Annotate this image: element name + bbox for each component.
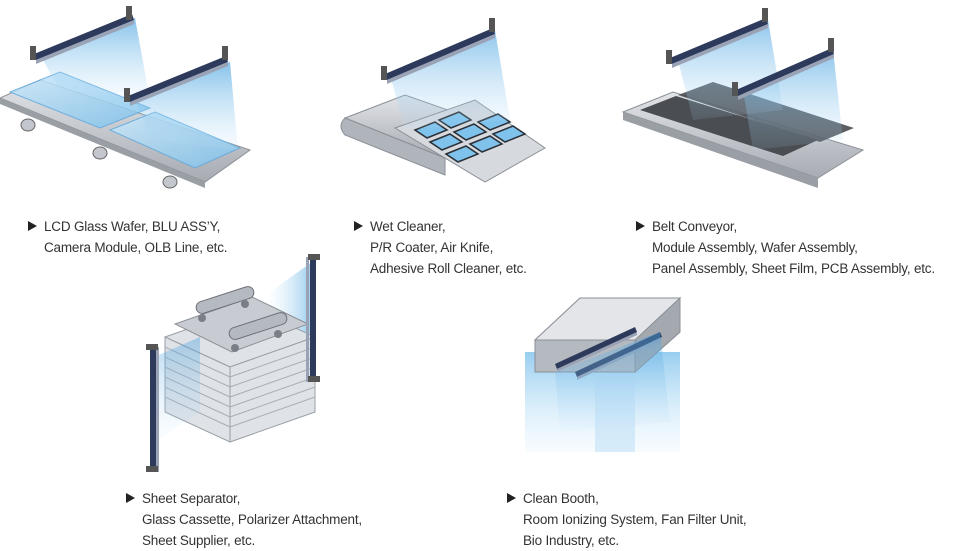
roller-icon [20,118,178,189]
caption-line: P/R Coater, Air Knife, [370,240,494,255]
caption-line: LCD Glass Wafer, BLU ASS’Y, [44,219,221,234]
triangle-bullet-icon [354,221,363,231]
wet-cleaner-illustration [340,18,546,183]
caption-wet-cleaner: Wet Cleaner, P/R Coater, Air Knife, Adhe… [354,216,527,279]
caption-line: Belt Conveyor, [652,219,737,234]
ionizer-bar-icon [666,8,768,68]
triangle-bullet-icon [507,493,516,503]
triangle-bullet-icon [28,221,37,231]
belt-conveyor-illustration [621,8,865,188]
ionizer-bar-icon [146,344,159,472]
ionizer-bar-icon [124,46,228,106]
caption-line: Panel Assembly, Sheet Film, PCB Assembly… [652,261,935,276]
caption-line: Sheet Supplier, etc. [142,533,256,548]
caption-sheet-separator: Sheet Separator, Glass Cassette, Polariz… [126,488,362,551]
ionizer-bar-icon [30,6,134,64]
caption-line: Clean Booth, [523,491,599,506]
caption-line: Glass Cassette, Polarizer Attachment, [142,512,362,527]
ionizer-bar-icon [381,18,495,84]
caption-line: Wet Cleaner, [370,219,446,234]
caption-line: Adhesive Roll Cleaner, etc. [370,261,527,276]
sheet-separator-illustration [146,254,320,472]
caption-line: Camera Module, OLB Line, etc. [44,240,228,255]
caption-line: Sheet Separator, [142,491,241,506]
lcd-glass-conveyor-illustration [0,6,252,189]
caption-line: Module Assembly, Wafer Assembly, [652,240,858,255]
ionizer-bar-icon [732,38,834,100]
ionizer-bar-icon [555,327,637,372]
caption-lcd-glass: LCD Glass Wafer, BLU ASS’Y, Camera Modul… [28,216,228,258]
ionizer-bar-icon [306,254,320,382]
clean-booth-illustration [525,296,682,452]
caption-belt-conveyor: Belt Conveyor, Module Assembly, Wafer As… [636,216,935,279]
caption-line: Bio Industry, etc. [523,533,619,548]
triangle-bullet-icon [636,221,645,231]
caption-line: Room Ionizing System, Fan Filter Unit, [523,512,747,527]
caption-clean-booth: Clean Booth, Room Ionizing System, Fan F… [507,488,747,551]
triangle-bullet-icon [126,493,135,503]
